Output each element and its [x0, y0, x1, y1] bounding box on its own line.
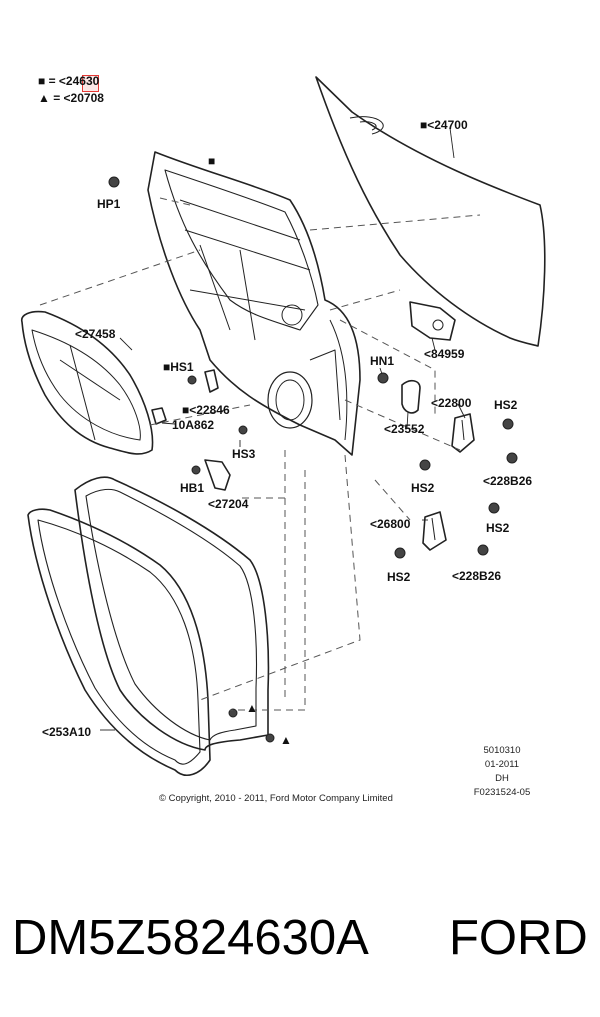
door-inner-frame — [147, 151, 361, 456]
trim-panel-part — [21, 310, 154, 455]
fastener-228b26-a — [506, 452, 518, 464]
label-hs2-a: HS2 — [494, 398, 518, 412]
label-22800: <22800 — [431, 396, 472, 410]
fastener-hp1 — [108, 176, 120, 188]
fastener-hs1 — [187, 375, 197, 385]
weatherstrip-seal-part — [27, 476, 270, 776]
fastener-hs3 — [238, 425, 248, 435]
leader-lines — [100, 127, 466, 731]
meta-code: 5010310 — [483, 745, 521, 756]
clip-part — [151, 407, 167, 425]
upper-hinge-part — [451, 413, 475, 453]
fastener-hs2-a — [419, 459, 431, 471]
label-26800: <26800 — [370, 517, 411, 531]
label-hs2-d: HS2 — [486, 521, 510, 535]
legend-triangle: ▲ = <20708 — [38, 91, 104, 105]
label-seal: <253A10 — [42, 725, 92, 739]
guide-lines — [39, 197, 481, 711]
label-triangle-b: ▲ — [280, 733, 292, 747]
fastener-hn1 — [377, 372, 389, 384]
handle-bracket-part — [204, 459, 231, 491]
label-hs3: HS3 — [232, 447, 256, 461]
label-84959: <84959 — [424, 347, 465, 361]
fastener-hs2-c — [394, 547, 406, 559]
fastener-228b26-b — [477, 544, 489, 556]
label-outer-panel: ■<24700 — [420, 118, 468, 132]
label-hb1: HB1 — [180, 481, 205, 495]
outer-door-panel — [315, 76, 546, 347]
label-hs2-c: HS2 — [387, 570, 411, 584]
label-228b26-b: <228B26 — [452, 569, 502, 583]
meta-fig: F0231524-05 — [473, 787, 531, 798]
fastener-hs2-b — [502, 418, 514, 430]
brand-name: FORD — [449, 911, 588, 965]
striker-part — [401, 379, 421, 414]
door-exploded-diagram — [21, 76, 546, 776]
rod-part — [204, 369, 219, 393]
label-hs2-b: HS2 — [411, 481, 435, 495]
meta-dh: DH — [495, 773, 509, 784]
fastener-seal-b — [265, 733, 275, 743]
fastener-seal-a — [228, 708, 238, 718]
label-10a862: 10A862 — [172, 418, 215, 432]
fastener-hb1 — [191, 465, 201, 475]
label-27204: <27204 — [208, 497, 249, 511]
lower-hinge-part — [422, 511, 447, 551]
meta-date: 01-2011 — [484, 759, 520, 770]
legend-square: ■ = <24630 — [38, 74, 100, 88]
copyright-text: © Copyright, 2010 - 2011, Ford Motor Com… — [159, 793, 393, 804]
label-hp1: HP1 — [97, 197, 121, 211]
label-228b26-a: <228B26 — [483, 474, 533, 488]
part-number: DM5Z5824630A — [12, 911, 369, 965]
label-hs1: ■HS1 — [163, 360, 194, 374]
label-trim-panel: <27458 — [75, 327, 116, 341]
highlight-box — [82, 75, 99, 92]
fasteners — [108, 176, 518, 743]
label-23552: <23552 — [384, 422, 425, 436]
label-frame-marker: ■ — [208, 154, 216, 168]
label-hn1: HN1 — [370, 354, 395, 368]
check-strap-part — [409, 301, 456, 341]
label-triangle-a: ▲ — [246, 701, 258, 715]
label-22846: ■<22846 — [182, 403, 230, 417]
fastener-hs2-d — [488, 502, 500, 514]
